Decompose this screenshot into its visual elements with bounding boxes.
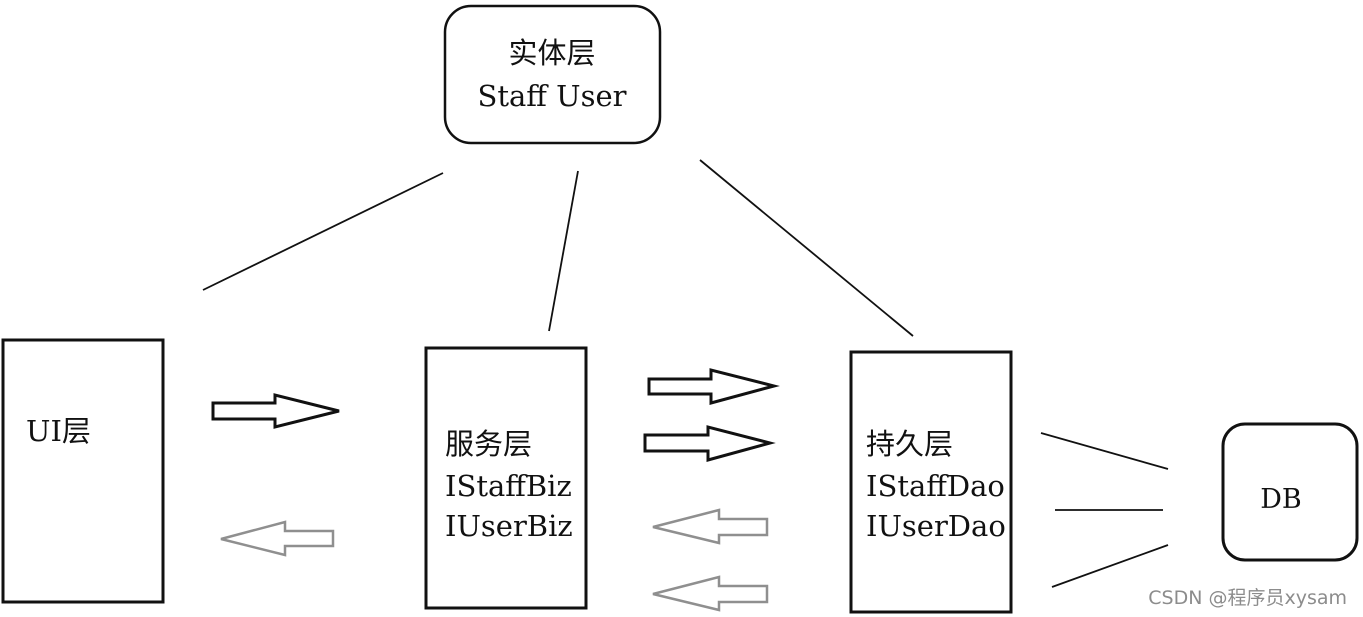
- connector-entity-ui: [202, 172, 444, 291]
- connector-entity-service: [548, 170, 579, 332]
- entity-layer-box: [443, 4, 662, 145]
- service-layer-item: IUserBiz: [445, 509, 573, 543]
- persistence-layer-node: 持久层 IStaffDao IUserDao: [849, 350, 1013, 614]
- response-arrow: [652, 575, 769, 612]
- request-arrow: [647, 368, 780, 405]
- request-arrow: [643, 425, 776, 462]
- entity-layer-subtitle: Staff User: [478, 79, 627, 113]
- database-box: [1221, 422, 1359, 562]
- service-layer-title: 服务层: [445, 427, 532, 461]
- entity-layer-title: 实体层: [508, 36, 595, 70]
- database-node: DB: [1221, 422, 1359, 562]
- response-arrow: [220, 520, 335, 557]
- connector-persistence-db: [1040, 432, 1169, 470]
- connector-entity-persistence: [699, 159, 914, 337]
- ui-layer-title: UI层: [26, 414, 91, 448]
- ui-layer-node: UI层: [1, 338, 165, 604]
- persistence-layer-item: IUserDao: [866, 509, 1006, 543]
- persistence-layer-item: IStaffDao: [866, 469, 1005, 503]
- request-arrow: [211, 393, 340, 429]
- service-layer-node: 服务层 IStaffBiz IUserBiz: [424, 346, 588, 610]
- entity-layer-node: 实体层 Staff User: [443, 4, 662, 145]
- service-layer-box: [424, 346, 588, 610]
- persistence-layer-title: 持久层: [866, 427, 953, 461]
- watermark-text: CSDN @程序员xysam: [1148, 587, 1347, 609]
- connector-persistence-db: [1051, 544, 1169, 588]
- service-layer-item: IStaffBiz: [445, 469, 572, 503]
- persistence-layer-box: [849, 350, 1013, 614]
- database-title: DB: [1260, 484, 1302, 515]
- ui-layer-box: [1, 338, 165, 604]
- response-arrow: [652, 508, 769, 545]
